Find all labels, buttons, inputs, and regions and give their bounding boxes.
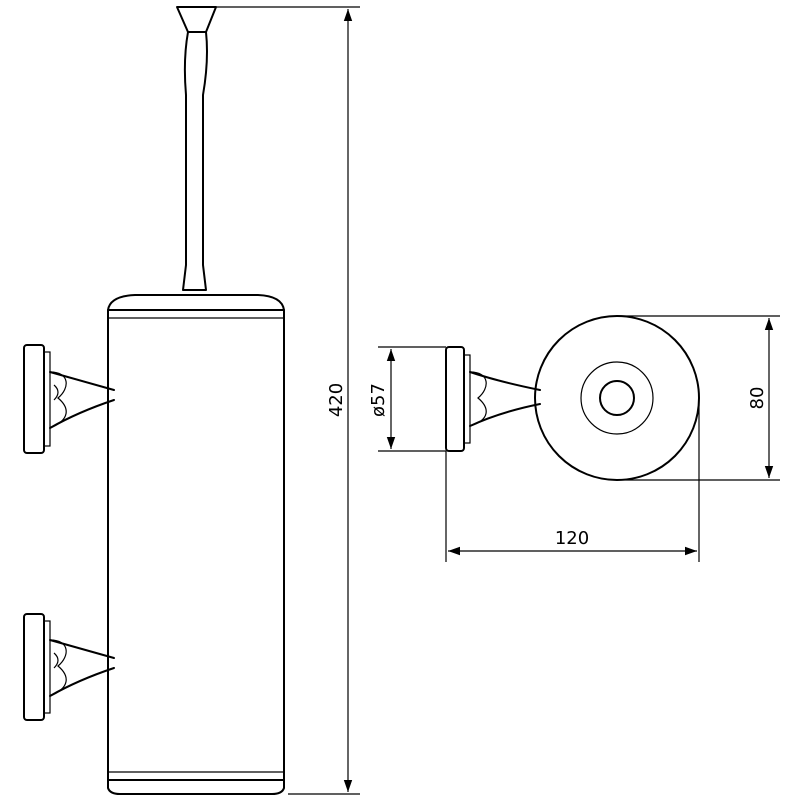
- width-label: 120: [555, 528, 589, 549]
- top-view: [445, 315, 700, 481]
- brush-handle-knob: [176, 6, 217, 33]
- diameter-dimension: ø57: [368, 346, 446, 452]
- width-dimension: 120: [445, 398, 700, 562]
- container-lid: [107, 294, 285, 311]
- handle-hole: [599, 380, 635, 416]
- side-view: [23, 6, 285, 795]
- upper-wall-bracket: [23, 344, 115, 454]
- brush-handle-rod: [182, 31, 208, 291]
- container-top-circle: [534, 315, 700, 481]
- wall-plate: [445, 346, 465, 452]
- height-dimension: 420: [208, 6, 360, 795]
- diameter-label: ø57: [368, 383, 389, 417]
- lower-wall-bracket: [23, 613, 115, 721]
- height-label: 420: [326, 383, 347, 417]
- depth-label: 80: [747, 387, 768, 410]
- container-body: [107, 309, 285, 781]
- lid-ring: [580, 361, 654, 435]
- container-base: [107, 779, 285, 795]
